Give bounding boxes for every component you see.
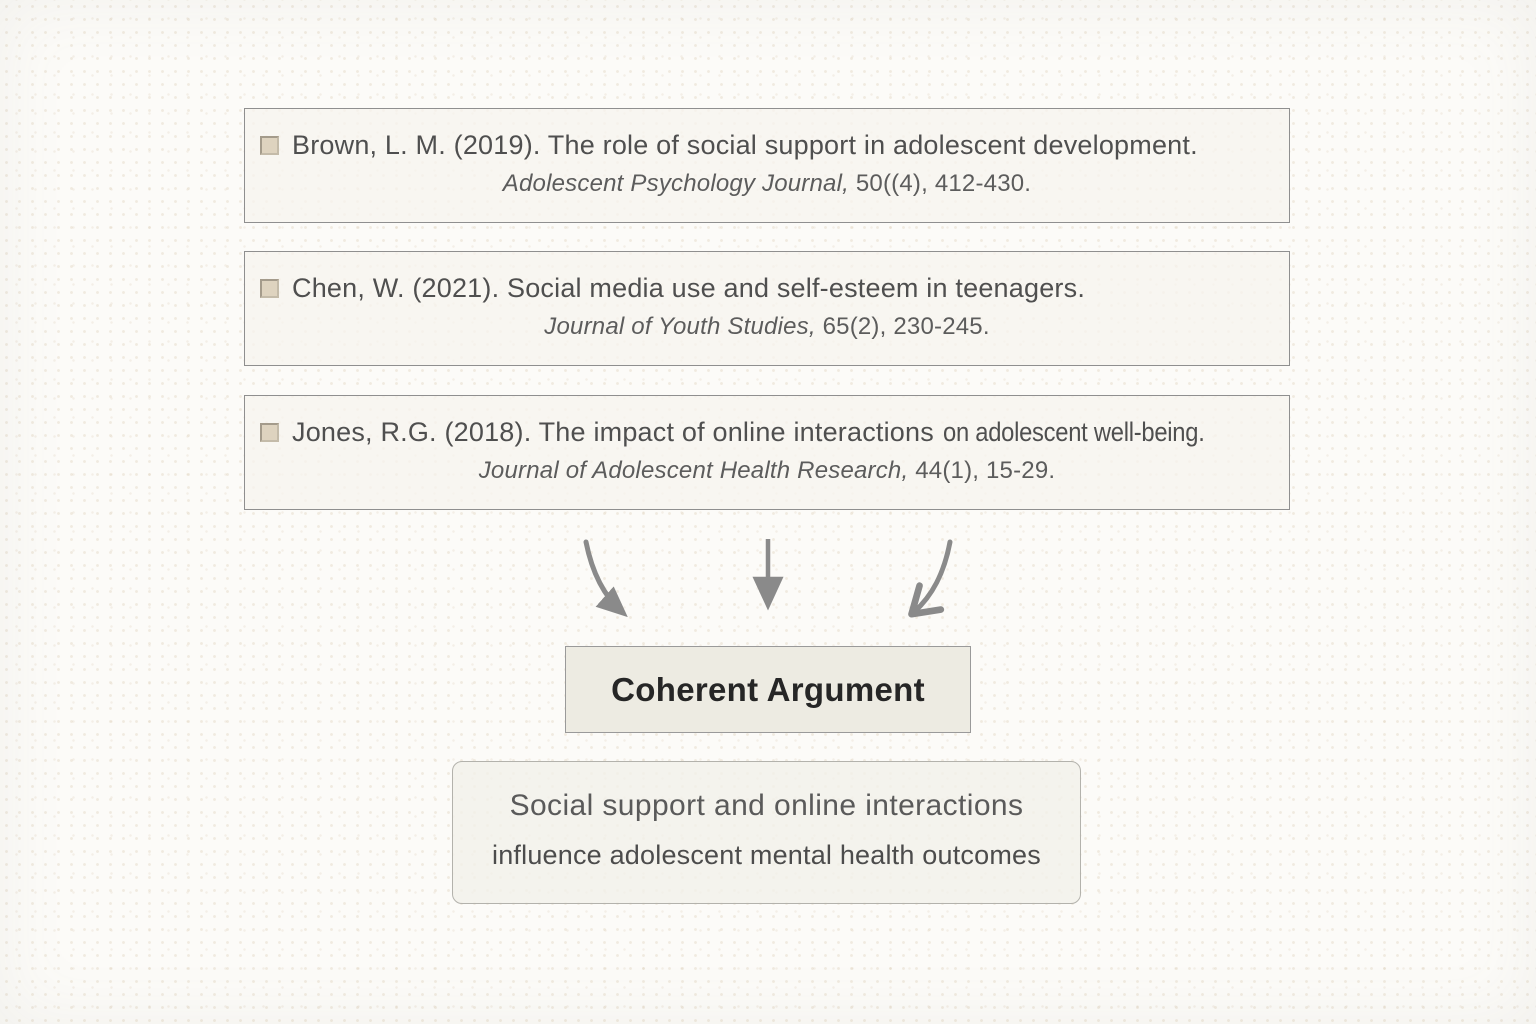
journal-name: Journal of Adolescent Health Research, bbox=[478, 457, 909, 484]
thesis-line-2: influence adolescent mental health outco… bbox=[492, 840, 1041, 870]
citation-author-main: Chen, W. (2021). Social media use and se… bbox=[292, 273, 1086, 303]
citation-author-row: Brown, L. M. (2019). The role of social … bbox=[245, 109, 1289, 161]
bullet-square-icon bbox=[260, 136, 279, 155]
citation-journal-line: Adolescent Psychology Journal, 50((4), 4… bbox=[245, 170, 1289, 198]
journal-reference: 44(1), 15-29. bbox=[915, 457, 1056, 484]
citation-author-main: Jones, R.G. (2018). The impact of online… bbox=[292, 417, 934, 447]
journal-name: Adolescent Psychology Journal, bbox=[502, 170, 849, 197]
coherent-argument-box: Coherent Argument bbox=[565, 646, 971, 733]
citation-author-row: Chen, W. (2021). Social media use and se… bbox=[245, 252, 1289, 304]
citation-journal-line: Journal of Adolescent Health Research, 4… bbox=[245, 457, 1289, 485]
journal-reference: 50((4), 412-430. bbox=[855, 170, 1032, 197]
coherent-argument-label: Coherent Argument bbox=[611, 670, 925, 708]
journal-name: Journal of Youth Studies, bbox=[544, 313, 816, 340]
bullet-square-icon bbox=[260, 279, 279, 298]
citation-box-chen: Chen, W. (2021). Social media use and se… bbox=[244, 251, 1290, 366]
citation-author-line: Chen, W. (2021). Social media use and se… bbox=[292, 273, 1094, 304]
citation-author-line: Brown, L. M. (2019). The role of social … bbox=[292, 130, 1207, 161]
arrow-right-curved-icon bbox=[908, 539, 953, 618]
citation-box-brown: Brown, L. M. (2019). The role of social … bbox=[244, 108, 1290, 223]
citation-box-jones: Jones, R.G. (2018). The impact of online… bbox=[244, 395, 1290, 510]
journal-reference: 65(2), 230-245. bbox=[822, 313, 990, 340]
citation-author-main: Brown, L. M. (2019). The role of social … bbox=[292, 130, 1198, 160]
convergence-arrows bbox=[583, 539, 953, 618]
thesis-box: Social support and online interactions i… bbox=[452, 761, 1081, 904]
arrow-left-curved-icon bbox=[583, 539, 628, 618]
citation-author-row: Jones, R.G. (2018). The impact of online… bbox=[245, 396, 1289, 448]
citation-author-tail: on adolescent well-being. bbox=[942, 417, 1205, 447]
citation-journal-line: Journal of Youth Studies, 65(2), 230-245… bbox=[245, 313, 1289, 341]
citation-author-line: Jones, R.G. (2018). The impact of online… bbox=[292, 417, 1240, 448]
thesis-line-1: Social support and online interactions bbox=[509, 789, 1024, 822]
bullet-square-icon bbox=[260, 423, 279, 442]
